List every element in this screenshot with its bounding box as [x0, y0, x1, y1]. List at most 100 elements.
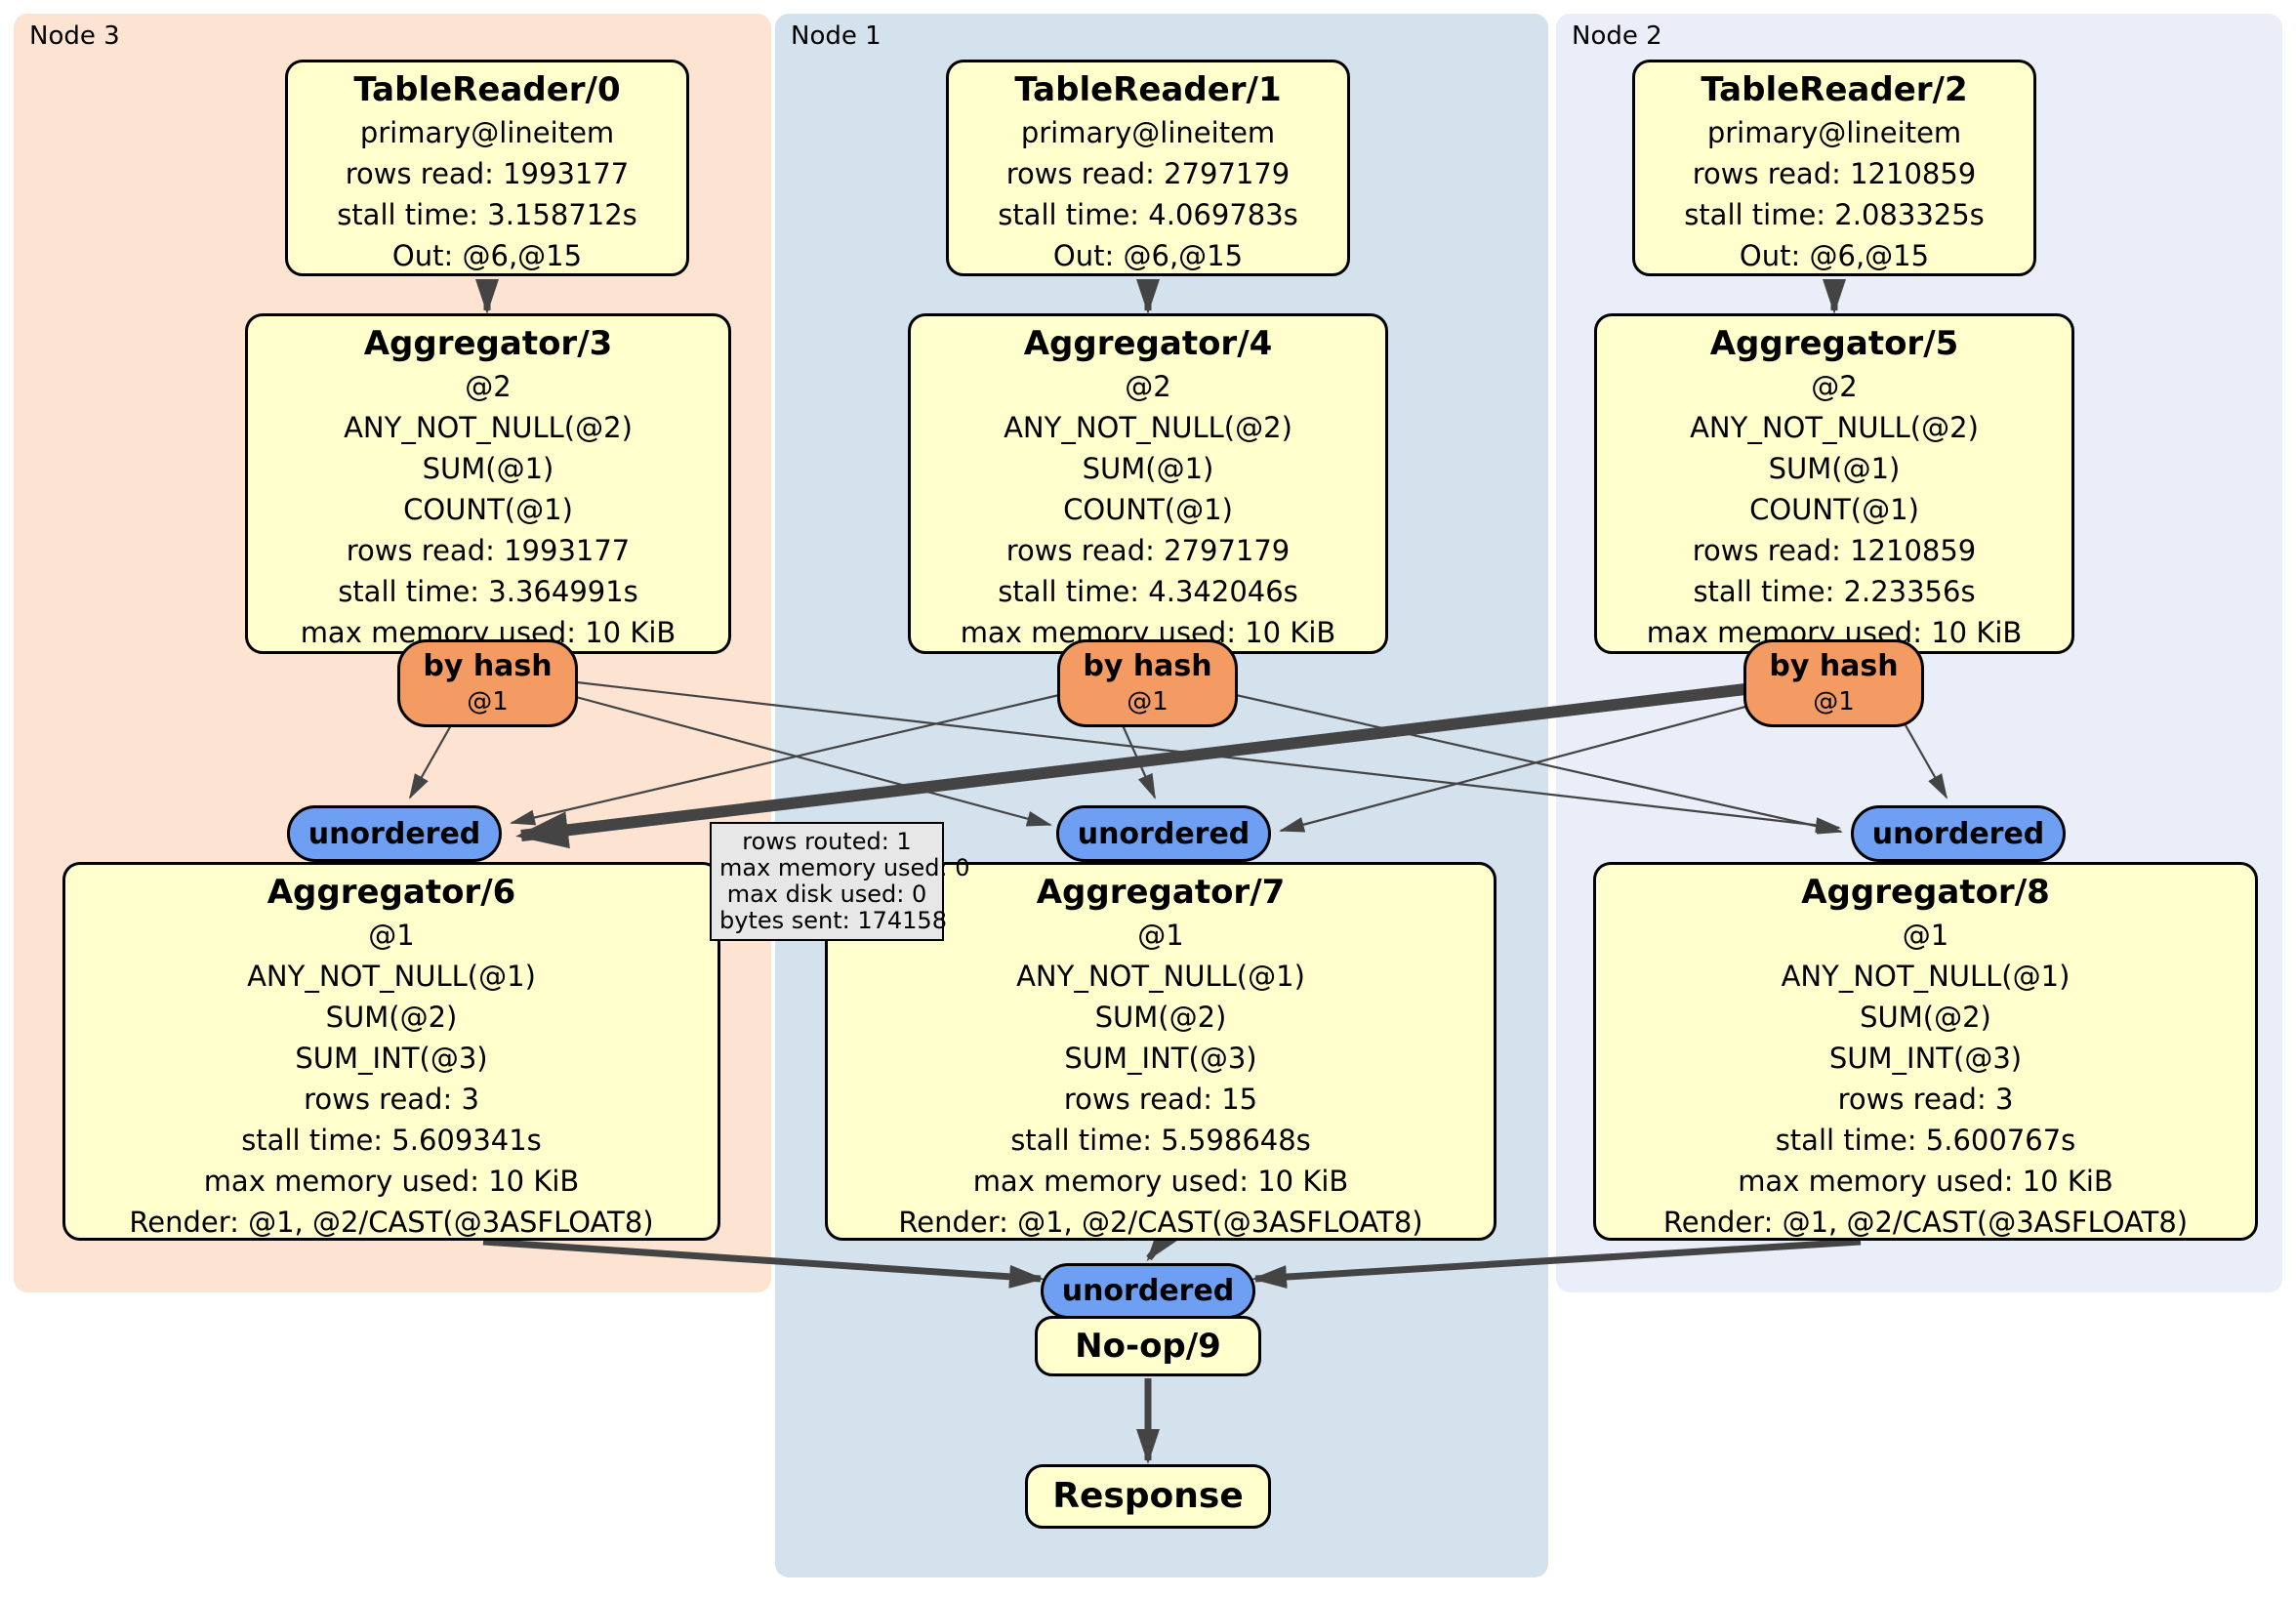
text-line: stall time: 3.158712s — [337, 198, 637, 231]
router-label: by hash — [1083, 649, 1212, 683]
text-line: rows read: 1210859 — [1692, 157, 1977, 190]
text-line: SUM_INT(@3) — [295, 1042, 488, 1075]
router-detail: @1 — [467, 687, 509, 717]
text-line: Render: @1, @2/CAST(@3ASFLOAT8) — [898, 1206, 1423, 1239]
text-line: ANY_NOT_NULL(@1) — [1781, 960, 2070, 993]
text-line: primary@lineitem — [1020, 116, 1276, 149]
sync-label: unordered — [1061, 1274, 1235, 1308]
text-line: primary@lineitem — [359, 116, 615, 149]
text-line: ANY_NOT_NULL(@2) — [1004, 411, 1292, 444]
text-line: max memory used: 10 KiB — [203, 1165, 580, 1198]
node-label-2: Node 2 — [1572, 21, 1662, 51]
text-line: Out: @6,@15 — [1052, 239, 1244, 272]
text-line: Out: @6,@15 — [391, 239, 583, 272]
processor-title: TableReader/0 — [353, 70, 621, 109]
router-label: by hash — [1769, 649, 1899, 683]
processor-title: Aggregator/8 — [1801, 873, 2050, 912]
text-line: rows read: 1210859 — [1692, 534, 1977, 567]
text-line: SUM(@1) — [1768, 452, 1901, 485]
processor-title: Aggregator/6 — [266, 873, 516, 912]
text-line: rows read: 1993177 — [346, 534, 631, 567]
text-line: @2 — [1811, 370, 1858, 403]
processor-response[interactable]: Response — [1025, 1464, 1271, 1529]
sync-label: unordered — [308, 816, 481, 851]
text-line: @1 — [1902, 919, 1949, 952]
router-detail: @1 — [1127, 687, 1168, 717]
text-line: SUM(@1) — [1082, 452, 1214, 485]
sync-unordered-6[interactable]: unordered — [287, 805, 502, 862]
text-line: SUM(@2) — [325, 1001, 458, 1034]
processor-title: No-op/9 — [1075, 1327, 1221, 1366]
text-line: stall time: 4.069783s — [998, 198, 1298, 231]
router-detail: @1 — [1813, 687, 1855, 717]
processor-title: Response — [1052, 1476, 1244, 1516]
text-line: Render: @1, @2/CAST(@3ASFLOAT8) — [129, 1206, 654, 1239]
processor-title: Aggregator/3 — [363, 324, 613, 363]
text-line: stall time: 2.23356s — [1693, 575, 1976, 608]
processor-title: Aggregator/4 — [1023, 324, 1273, 363]
text-line: max memory used: 10 KiB — [972, 1165, 1349, 1198]
text-line: COUNT(@1) — [1063, 493, 1233, 526]
text-line: @2 — [1125, 370, 1171, 403]
sync-label: unordered — [1077, 816, 1250, 851]
text-line: ANY_NOT_NULL(@2) — [1690, 411, 1979, 444]
router-label: by hash — [423, 649, 553, 683]
text-line: SUM_INT(@3) — [1828, 1042, 2023, 1075]
sync-unordered-bottom[interactable]: unordered — [1041, 1263, 1255, 1319]
processor-tablereader-2[interactable]: TableReader/2 primary@lineitem rows read:… — [1632, 60, 2036, 276]
text-line: rows read: 3 — [304, 1083, 479, 1116]
text-line: Out: @6,@15 — [1739, 239, 1930, 272]
text-line: @1 — [1137, 919, 1184, 952]
sync-unordered-7[interactable]: unordered — [1056, 805, 1271, 862]
router-by-hash-5[interactable]: by hash @1 — [1743, 639, 1924, 727]
node-label-3: Node 3 — [29, 21, 120, 51]
text-line: Render: @1, @2/CAST(@3ASFLOAT8) — [1662, 1206, 2189, 1239]
node-label-1: Node 1 — [791, 21, 882, 51]
text-line: stall time: 3.364991s — [338, 575, 638, 608]
text-line: rows read: 3 — [1837, 1083, 2014, 1116]
sync-unordered-8[interactable]: unordered — [1851, 805, 2066, 862]
router-by-hash-3[interactable]: by hash @1 — [397, 639, 578, 727]
text-line: ANY_NOT_NULL(@2) — [344, 411, 633, 444]
text-line: max memory used: 0 — [719, 854, 970, 881]
text-line: rows read: 15 — [1063, 1083, 1258, 1116]
router-by-hash-4[interactable]: by hash @1 — [1057, 639, 1238, 727]
sync-label: unordered — [1871, 816, 2045, 851]
text-line: max disk used: 0 — [726, 880, 927, 908]
text-line: primary@lineitem — [1706, 116, 1962, 149]
text-line: SUM(@1) — [422, 452, 554, 485]
text-line: rows routed: 1 — [742, 828, 912, 855]
processor-title: TableReader/2 — [1701, 70, 1968, 109]
text-line: COUNT(@1) — [403, 493, 573, 526]
text-line: stall time: 5.598648s — [1010, 1124, 1311, 1157]
text-line: ANY_NOT_NULL(@1) — [247, 960, 536, 993]
processor-title: Aggregator/5 — [1709, 324, 1959, 363]
text-line: bytes sent: 174158 — [719, 907, 947, 934]
text-line: COUNT(@1) — [1749, 493, 1919, 526]
processor-title: Aggregator/7 — [1036, 873, 1286, 912]
text-line: @2 — [465, 370, 512, 403]
text-line: @1 — [368, 919, 415, 952]
text-line: max memory used: 10 KiB — [1738, 1165, 2113, 1198]
text-line: SUM_INT(@3) — [1064, 1042, 1257, 1075]
processor-noop-9[interactable]: No-op/9 — [1035, 1316, 1261, 1376]
